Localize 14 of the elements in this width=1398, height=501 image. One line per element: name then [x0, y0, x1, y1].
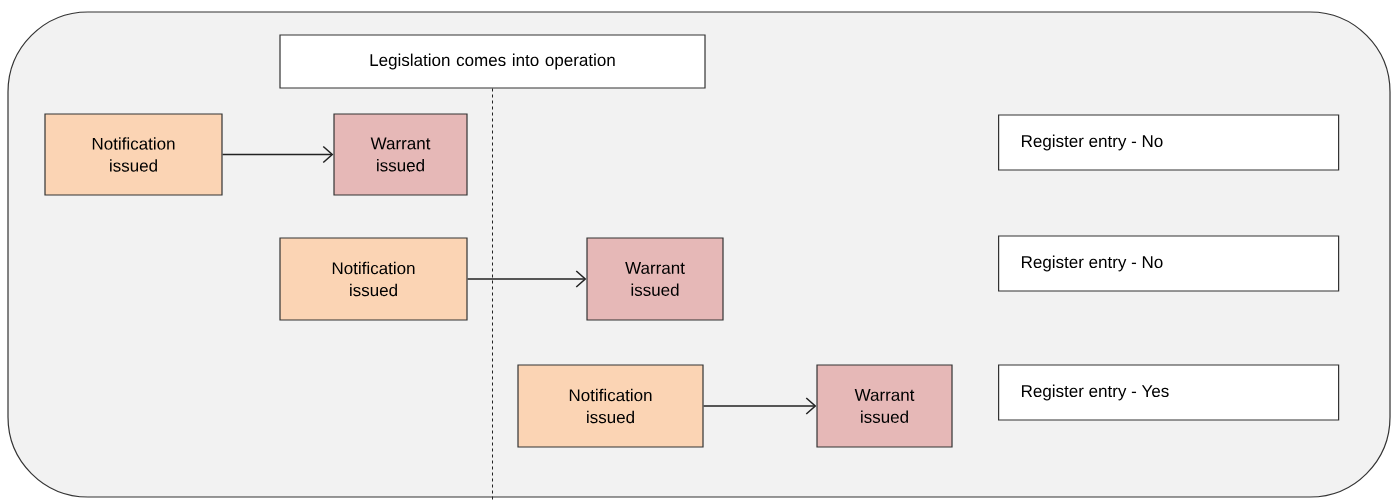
warrant-box: Warrant issued	[586, 237, 724, 321]
register-box: Register entry - Yes	[998, 364, 1340, 421]
arrow	[466, 270, 587, 288]
event-box: Legislation comes into operation	[279, 34, 706, 89]
arrow	[702, 397, 817, 415]
notification-box: Notification issued	[517, 364, 704, 448]
notification-box: Notification issued	[279, 237, 468, 321]
timeline-line	[492, 88, 493, 501]
register-box: Register entry - No	[998, 235, 1340, 292]
notification-box: Notification issued	[44, 113, 223, 196]
register-box: Register entry - No	[998, 114, 1340, 171]
arrow	[221, 145, 334, 164]
warrant-box: Warrant issued	[333, 113, 468, 196]
warrant-box: Warrant issued	[816, 364, 953, 448]
